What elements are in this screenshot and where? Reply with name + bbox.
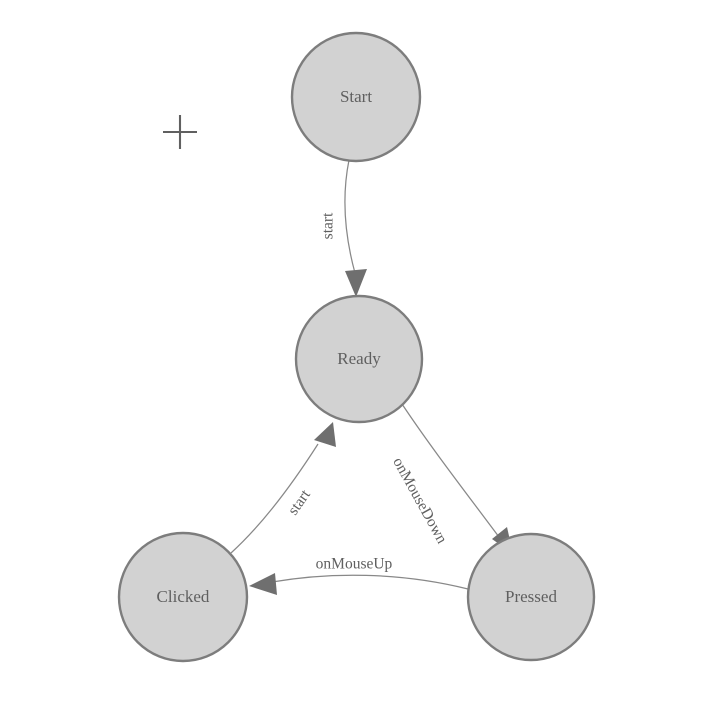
edge-start-to-ready-arrowhead xyxy=(345,269,367,297)
node-start[interactable]: Start xyxy=(290,31,422,163)
edge-start-to-ready-label: start xyxy=(320,212,337,239)
node-ready-label: Ready xyxy=(337,349,381,368)
edge-clicked-to-ready-arrowhead xyxy=(314,422,336,447)
node-start-label: Start xyxy=(340,87,372,106)
edge-pressed-to-clicked-arrowhead xyxy=(249,573,277,595)
edge-ready-to-pressed-label: onMouseDown xyxy=(389,455,450,547)
edge-start-to-ready[interactable]: start xyxy=(320,159,367,297)
node-pressed[interactable]: Pressed xyxy=(466,532,596,662)
crosshair-icon xyxy=(163,115,197,149)
node-pressed-label: Pressed xyxy=(505,587,557,606)
edge-pressed-to-clicked[interactable]: onMouseUp xyxy=(249,556,469,595)
node-clicked-label: Clicked xyxy=(157,587,210,606)
node-ready-circle[interactable] xyxy=(294,294,424,424)
edge-clicked-to-ready-path xyxy=(230,443,319,554)
node-ready[interactable]: Ready xyxy=(294,294,424,424)
edge-ready-to-pressed-path xyxy=(401,403,500,538)
node-clicked-circle[interactable] xyxy=(117,531,249,663)
node-pressed-circle[interactable] xyxy=(466,532,596,662)
edge-clicked-to-ready-label: start xyxy=(285,486,315,518)
node-clicked[interactable]: Clicked xyxy=(117,531,249,663)
edge-start-to-ready-path xyxy=(344,159,356,274)
node-start-circle[interactable] xyxy=(290,31,422,163)
edge-pressed-to-clicked-label: onMouseUp xyxy=(316,556,393,573)
edge-clicked-to-ready[interactable]: start xyxy=(230,422,336,554)
edge-ready-to-pressed[interactable]: onMouseDown xyxy=(389,403,513,554)
edge-pressed-to-clicked-path xyxy=(271,574,469,590)
